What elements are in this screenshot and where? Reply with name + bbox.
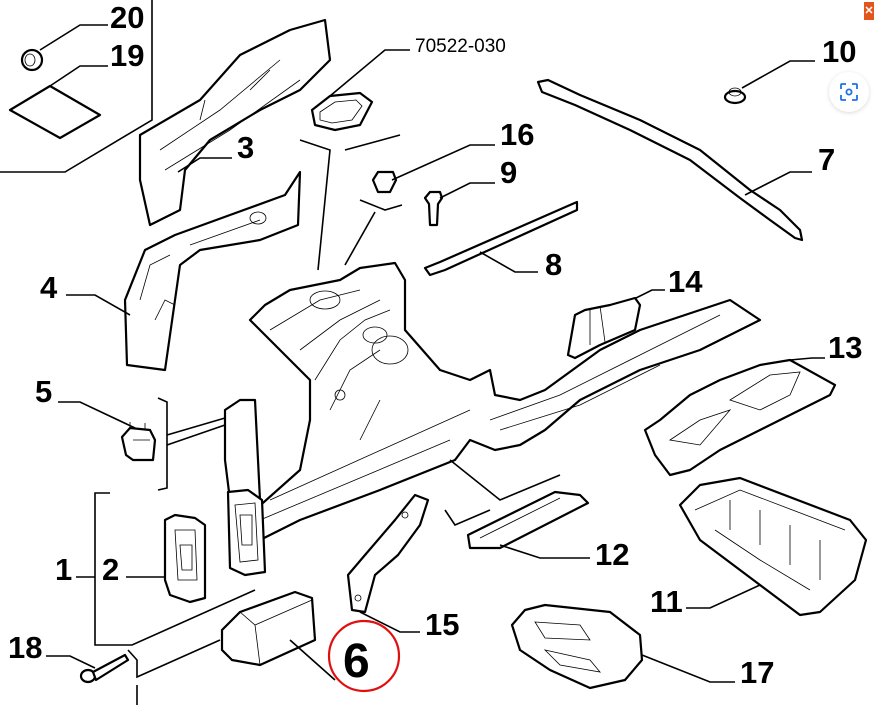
callout-18[interactable]: 18: [8, 630, 42, 665]
callout-3[interactable]: 3: [237, 130, 254, 165]
callout-19[interactable]: 19: [110, 38, 144, 73]
leader-main-b: [344, 134, 401, 151]
leader-12b: [449, 459, 561, 501]
callout-20[interactable]: 20: [110, 0, 144, 35]
leader-4: [66, 294, 131, 316]
part-18-bolt[interactable]: [79, 653, 130, 684]
part-19-pad[interactable]: [8, 84, 102, 140]
part-15-brace[interactable]: [346, 493, 430, 614]
callout-16[interactable]: 16: [500, 117, 534, 152]
leader-5b: [166, 417, 226, 436]
part-8-tie-rod[interactable]: [423, 200, 579, 277]
callout-6[interactable]: 6: [343, 635, 370, 688]
leader-8: [479, 251, 538, 273]
leader-13: [789, 357, 825, 361]
callout-2[interactable]: 2: [102, 552, 119, 587]
leader-main-c: [359, 199, 403, 211]
leader-1-bracket: [94, 492, 256, 646]
part-3-upper-rail[interactable]: [138, 18, 332, 227]
callout-4[interactable]: 4: [40, 270, 58, 305]
part-10-nut[interactable]: [723, 87, 747, 105]
part-9-bolt[interactable]: [423, 190, 444, 227]
highlight-circle: [327, 619, 401, 693]
inset-frame: [0, 0, 153, 173]
leader-15: [359, 611, 420, 633]
leader-12: [499, 544, 590, 559]
callout-5[interactable]: 5: [35, 374, 52, 409]
close-icon[interactable]: ✕: [864, 2, 874, 20]
callout-12[interactable]: 12: [595, 537, 629, 572]
part-number-label[interactable]: 70522-030: [415, 36, 506, 57]
leader-6: [289, 639, 336, 681]
leader-9: [439, 182, 495, 199]
leader-19: [49, 65, 108, 87]
callout-10[interactable]: 10: [822, 34, 856, 69]
leader-12c: [444, 509, 491, 526]
visual-search-button[interactable]: [829, 72, 869, 112]
leader-7: [744, 171, 812, 196]
callout-9[interactable]: 9: [500, 155, 517, 190]
part-2-plate[interactable]: [163, 513, 207, 604]
callout-13[interactable]: 13: [828, 330, 862, 365]
callout-7[interactable]: 7: [818, 142, 835, 177]
leader-3: [177, 157, 232, 173]
part-5-mount[interactable]: [120, 422, 157, 462]
callout-11[interactable]: 11: [650, 584, 683, 619]
callout-15[interactable]: 15: [425, 607, 459, 642]
leader-18: [46, 655, 96, 669]
callout-17[interactable]: 17: [740, 655, 774, 690]
leader-70522-030: [329, 49, 410, 97]
leader-5: [58, 401, 136, 429]
bracket-18: [127, 639, 221, 679]
leader-20: [39, 24, 108, 51]
part-4-rail-section[interactable]: [123, 170, 302, 372]
leader-16: [391, 144, 495, 181]
callout-14[interactable]: 14: [668, 264, 703, 299]
leader-main-a: [299, 139, 331, 271]
leader-17: [641, 654, 735, 683]
part-17-cover[interactable]: [510, 603, 644, 690]
part-6-crash-box[interactable]: [220, 590, 317, 667]
part-1-bracket[interactable]: [223, 398, 267, 577]
part-12-crossmember[interactable]: [466, 490, 590, 550]
leader-5c: [166, 424, 226, 446]
leader-14: [635, 289, 665, 299]
bracket-5: [157, 397, 168, 491]
part-13-floor-frame[interactable]: [643, 358, 837, 477]
callout-1[interactable]: 1: [55, 552, 72, 587]
part-11-oil-pan[interactable]: [678, 476, 868, 617]
callout-6-highlight[interactable]: 6: [327, 619, 401, 693]
part-20-nut[interactable]: [20, 48, 44, 72]
part-14-bracket[interactable]: [566, 296, 642, 360]
visual-search-icon: [840, 83, 858, 101]
leader-11: [686, 584, 761, 609]
part-16-cap[interactable]: [371, 170, 398, 194]
part-7-strap[interactable]: [536, 78, 804, 242]
leader-10: [741, 60, 815, 89]
part-70522-030-grommet[interactable]: [310, 91, 374, 132]
leader-main-d: [344, 211, 376, 266]
callout-8[interactable]: 8: [545, 247, 562, 282]
